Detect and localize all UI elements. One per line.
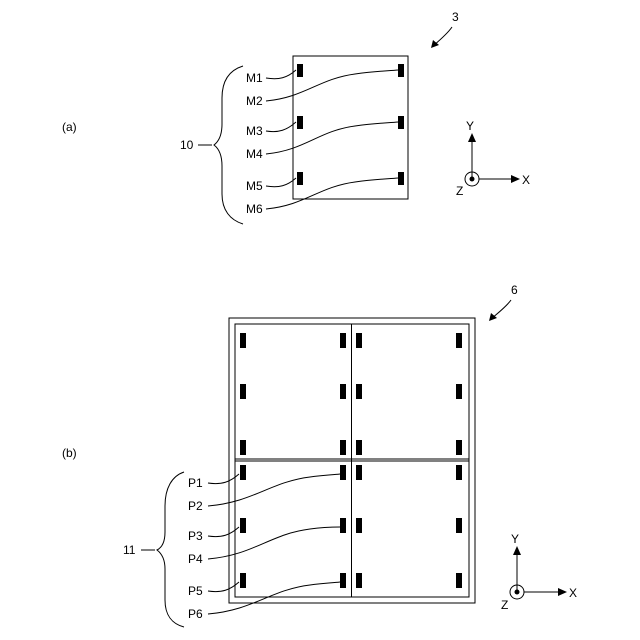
leader-m4 (266, 122, 398, 154)
leader-p4 (208, 527, 340, 559)
shot-tl-mark-1 (240, 333, 246, 348)
panel-b: (b) 6 (62, 283, 577, 627)
mark-m4 (398, 116, 404, 129)
ref-6-arrowhead (489, 313, 497, 321)
leader-m3 (266, 122, 296, 132)
axes-a: Y X Z (456, 119, 530, 198)
mark-p2 (340, 465, 346, 480)
leader-p6 (208, 582, 340, 614)
shot-tr-mark-3 (356, 384, 362, 399)
axes-b: Y X Z (501, 532, 577, 612)
label-p1: P1 (188, 476, 203, 490)
label-m2: M2 (246, 94, 263, 108)
z-axis-dot-b (515, 590, 520, 595)
mark-m5 (297, 172, 303, 185)
brace-11 (157, 472, 184, 627)
mark-p1 (240, 465, 246, 480)
shot-br-mark-1 (356, 465, 362, 480)
shot-br-mark-4 (456, 518, 462, 533)
label-m6: M6 (246, 202, 263, 216)
label-p2: P2 (188, 499, 203, 513)
label-m3: M3 (246, 124, 263, 138)
ref-number-3: 3 (452, 10, 459, 24)
label-p5: P5 (188, 584, 203, 598)
label-m1: M1 (246, 71, 263, 85)
shot-tl-mark-3 (240, 384, 246, 399)
label-p3: P3 (188, 529, 203, 543)
mark-p4 (340, 518, 346, 533)
label-m4: M4 (246, 147, 263, 161)
axis-label-z-b: Z (501, 598, 508, 612)
panel-b-label: (b) (62, 446, 77, 460)
leader-m1 (266, 70, 296, 79)
axis-label-x-b: X (569, 586, 577, 600)
mark-m3 (297, 116, 303, 129)
panel-a: (a) 3 M1 M2 M3 M4 M5 M6 10 (62, 10, 530, 224)
panel-a-label: (a) (62, 120, 77, 134)
shot-tr-mark-6 (456, 440, 462, 455)
shot-tl-mark-6 (340, 440, 346, 455)
shot-tr-mark-2 (456, 333, 462, 348)
x-arrowhead-b (558, 588, 567, 596)
leader-p1 (208, 474, 239, 484)
mark-p6 (340, 573, 346, 588)
shot-tl-mark-5 (240, 440, 246, 455)
x-arrowhead-a (511, 175, 520, 183)
y-arrowhead-b (513, 546, 521, 555)
axis-label-y-a: Y (466, 119, 474, 133)
mark-m2 (398, 64, 404, 77)
shot-tr-mark-1 (356, 333, 362, 348)
brace-10 (214, 66, 243, 224)
shot-br-mark-2 (456, 465, 462, 480)
label-m5: M5 (246, 179, 263, 193)
leader-m2 (266, 70, 398, 101)
z-axis-dot-a (470, 177, 475, 182)
axis-label-z-a: Z (456, 184, 463, 198)
label-p6: P6 (188, 607, 203, 621)
axis-label-y-b: Y (511, 532, 519, 546)
shot-tr-mark-5 (356, 440, 362, 455)
leader-p3 (208, 527, 239, 537)
leader-p2 (208, 474, 340, 506)
mark-p5 (240, 573, 246, 588)
mask-plate (293, 56, 408, 199)
leader-m5 (266, 178, 296, 187)
shot-br-mark-3 (356, 518, 362, 533)
leader-p5 (208, 582, 239, 592)
group-label-10: 10 (180, 138, 194, 152)
mark-p3 (240, 518, 246, 533)
group-label-11: 11 (123, 543, 136, 557)
ref-number-6: 6 (511, 283, 518, 297)
axis-label-x-a: X (522, 173, 530, 187)
mark-m1 (297, 64, 303, 77)
leader-m6 (266, 178, 398, 209)
shot-tr-mark-4 (456, 384, 462, 399)
shot-tl-mark-2 (340, 333, 346, 348)
shot-br-mark-6 (456, 573, 462, 588)
shot-br-mark-5 (356, 573, 362, 588)
y-arrowhead-a (468, 133, 476, 142)
shot-tl-mark-4 (340, 384, 346, 399)
label-p4: P4 (188, 552, 203, 566)
mark-m6 (398, 172, 404, 185)
